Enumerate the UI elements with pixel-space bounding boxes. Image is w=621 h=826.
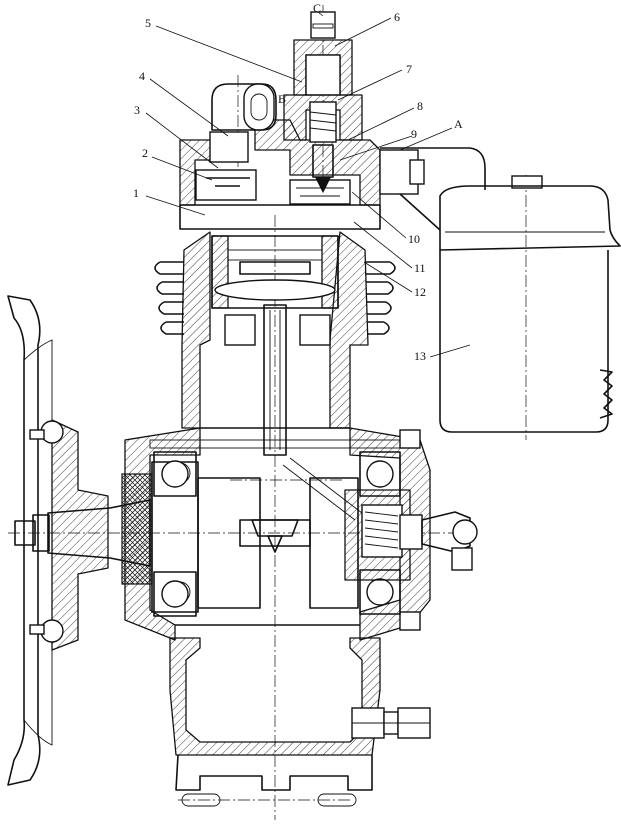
pulley-wheel	[7, 295, 109, 786]
part-label-8: 8	[417, 99, 423, 113]
cylinder	[154, 231, 396, 429]
part-label-10: 10	[408, 232, 420, 246]
part-label-7: 7	[406, 62, 412, 76]
port-labels: A B C	[278, 1, 463, 131]
part-label-9: 9	[411, 127, 417, 141]
part-label-4: 4	[139, 69, 145, 83]
part-label-1: 1	[133, 186, 139, 200]
outlet-port-a	[379, 147, 486, 231]
part-label-5: 5	[145, 16, 151, 30]
part-label-6: 6	[394, 10, 400, 24]
port-label-a: A	[454, 117, 463, 131]
part-label-3: 3	[134, 103, 140, 117]
part-label-12: 12	[414, 285, 426, 299]
cylinder-head	[179, 119, 381, 230]
unloader-valve-c	[283, 11, 363, 194]
leader-lines	[145, 11, 471, 358]
port-label-c: C	[313, 1, 321, 15]
piston-and-rod	[211, 235, 339, 456]
reservoir-13	[439, 175, 621, 433]
oil-sump	[169, 637, 431, 807]
port-label-b: B	[278, 92, 286, 106]
inlet-port-b	[211, 83, 277, 131]
crankcase	[124, 427, 431, 641]
part-label-11: 11	[414, 261, 426, 275]
part-label-2: 2	[142, 146, 148, 160]
governor-valve	[344, 489, 478, 581]
part-number-labels: 1 2 3 4 5 6 7 8 9 10 11 12 13	[133, 10, 426, 363]
main-bearings	[153, 451, 401, 617]
part-label-13: 13	[414, 349, 426, 363]
